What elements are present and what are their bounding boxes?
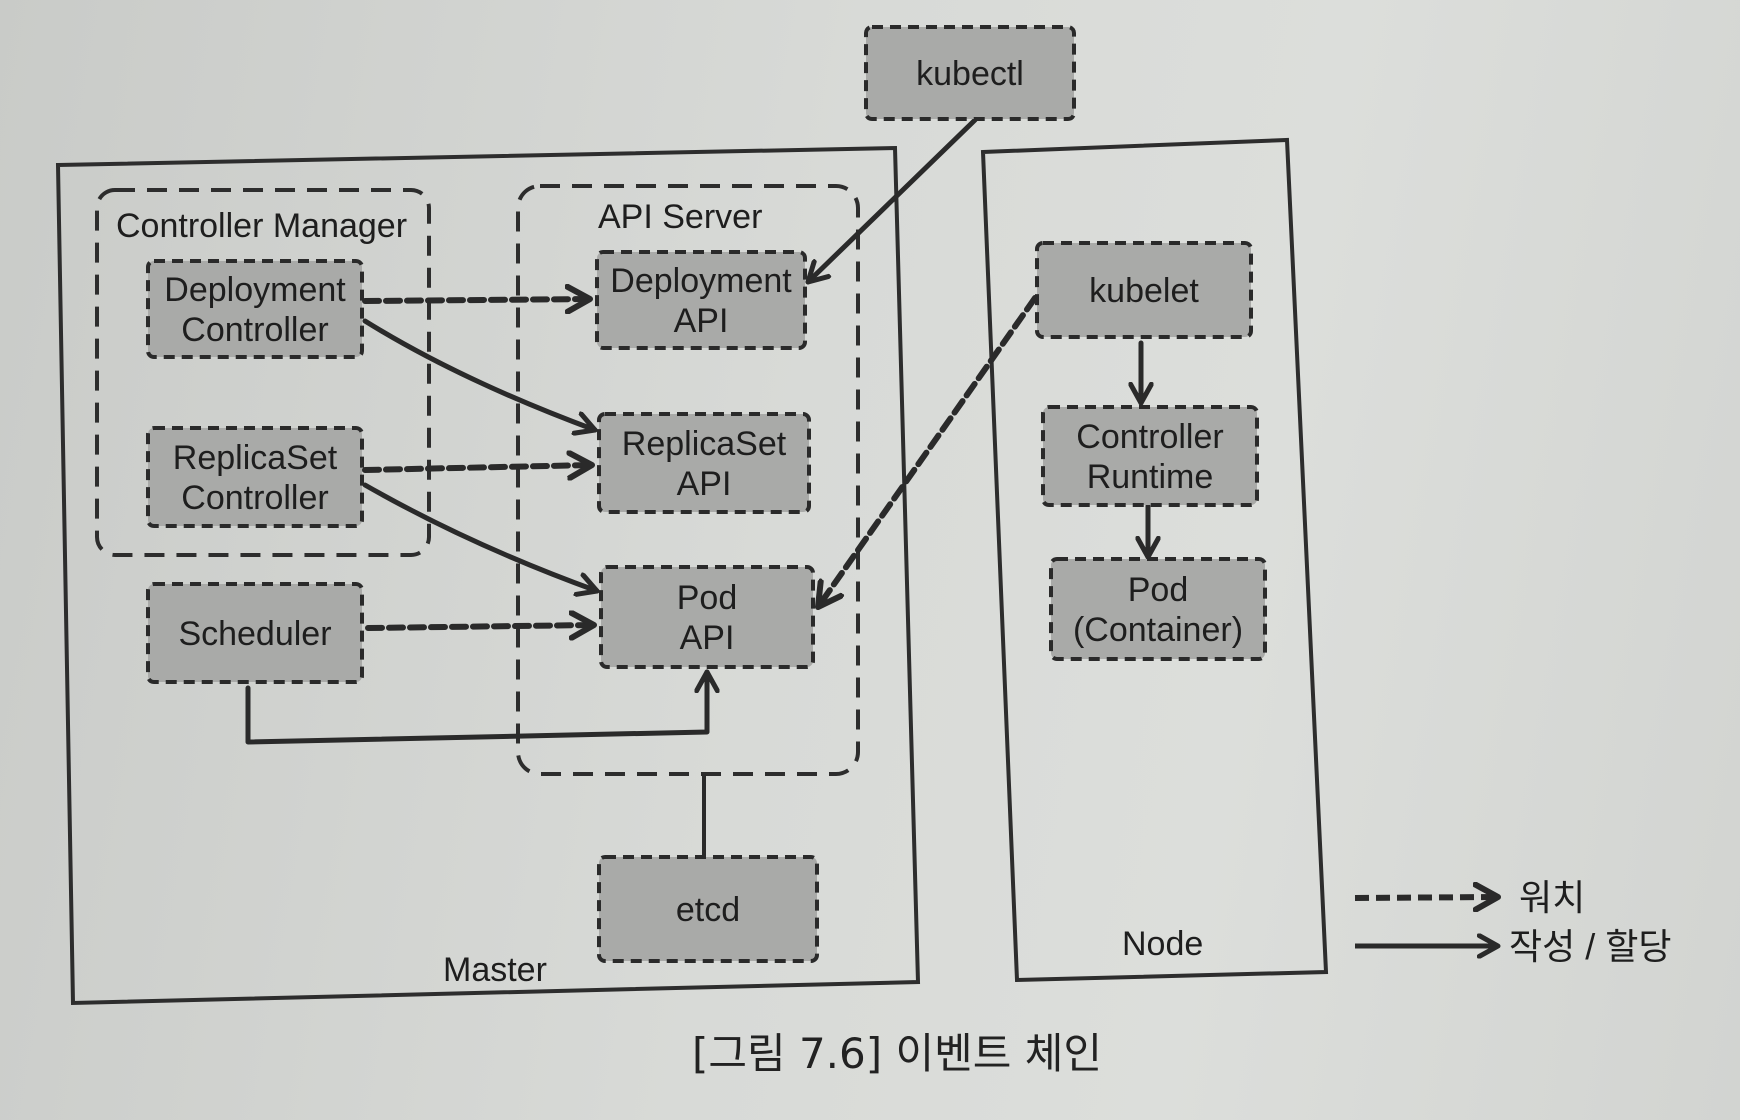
kubelet-box: kubelet	[1035, 241, 1253, 339]
watch-arrows	[362, 295, 1038, 628]
api-server-label: API Server	[598, 198, 762, 236]
create-arrow-scheduler	[245, 669, 707, 745]
components: kubectlDeploymentControllerReplicaSetCon…	[146, 25, 1267, 963]
scheduler-rect	[146, 582, 364, 684]
legend-create-label: 작성 / 할당	[1509, 926, 1672, 967]
deployment-api-label-line: API	[674, 302, 729, 340]
replicaset-controller-label-line: Controller	[181, 479, 328, 517]
watch-arrow-replicaset	[362, 465, 595, 470]
deployment-controller-rect	[146, 259, 364, 359]
pod-container-label-line: Pod	[1128, 571, 1189, 609]
node-group: Node	[980, 137, 1329, 983]
create-arrow-replicaset-controller	[362, 482, 600, 591]
master-group: Master	[55, 145, 921, 1006]
create-arrow-deployment-controller	[362, 318, 598, 430]
controller-runtime-label-line: Runtime	[1087, 458, 1214, 496]
deployment-api-label-line: Deployment	[610, 262, 792, 300]
kubelet-label-line: kubelet	[1089, 272, 1199, 310]
replicaset-controller-label-line: ReplicaSet	[173, 439, 338, 477]
pod-container-rect	[1049, 557, 1267, 661]
controller-manager-label: Controller Manager	[116, 207, 407, 245]
create-arrows	[245, 117, 1148, 745]
replicaset-api-rect	[597, 412, 811, 514]
pod-api-label-line: API	[680, 619, 735, 657]
replicaset-api-label-line: ReplicaSet	[622, 425, 787, 463]
replicaset-controller-rect	[146, 426, 364, 528]
legend-watch-arrow	[1354, 897, 1498, 898]
kubelet-rect	[1035, 241, 1253, 339]
pod-api-label-line: Pod	[677, 579, 738, 617]
pod-container-label-line: (Container)	[1073, 611, 1243, 649]
controller-manager-group: Controller Manager	[95, 188, 431, 557]
pod-container-box: Pod(Container)	[1049, 557, 1267, 661]
kubectl-rect	[864, 25, 1076, 121]
scheduler-label-line: Scheduler	[178, 615, 331, 653]
deployment-api-rect	[595, 250, 807, 350]
create-arrow-kubectl	[805, 117, 978, 285]
pod-api-rect	[599, 565, 815, 669]
kubectl-box: kubectl	[864, 25, 1076, 121]
kubectl-label-line: kubectl	[916, 55, 1024, 93]
watch-arrow-scheduler	[365, 625, 597, 628]
scheduler-box: Scheduler	[146, 582, 364, 684]
deployment-controller-label-line: Controller	[181, 311, 328, 349]
deployment-controller-label-line: Deployment	[164, 271, 346, 309]
etcd-label-line: etcd	[676, 891, 740, 929]
legend-watch-label: 워치	[1519, 877, 1585, 918]
figure-caption: [그림 7.6] 이벤트 체인	[692, 1029, 1102, 1078]
watch-arrow-deployment	[362, 299, 593, 301]
controller-runtime-label-line: Controller	[1076, 418, 1223, 456]
legend: 워치 작성 / 할당	[1354, 877, 1672, 967]
controller-runtime-rect	[1041, 405, 1259, 507]
master-label: Master	[443, 951, 547, 989]
api-server-group: API Server	[516, 184, 860, 776]
node-label: Node	[1122, 925, 1203, 963]
etcd-box: etcd	[597, 855, 819, 963]
etcd-rect	[597, 855, 819, 963]
watch-arrow-kubelet	[815, 295, 1038, 610]
replicaset-api-label-line: API	[677, 465, 732, 503]
